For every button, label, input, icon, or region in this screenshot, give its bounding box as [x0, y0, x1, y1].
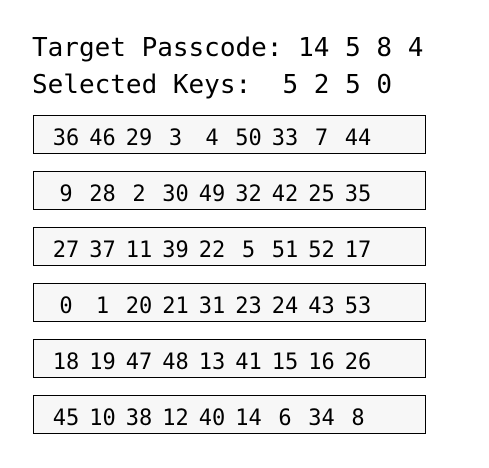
key-button[interactable]: 27: [52, 238, 80, 263]
key-button[interactable]: 16: [308, 350, 335, 375]
key-button[interactable]: 51: [271, 238, 299, 263]
selected-keys-line: Selected Keys: 5 2 5 0: [32, 70, 392, 100]
key-button[interactable]: 37: [89, 238, 116, 263]
selected-key-value: 5: [282, 70, 299, 100]
key-button[interactable]: 52: [308, 238, 335, 263]
key-button[interactable]: 45: [52, 406, 80, 431]
selected-key-value: 2: [313, 70, 330, 100]
target-code-digit: 14: [298, 33, 330, 63]
key-button[interactable]: 0: [59, 294, 73, 319]
key-button[interactable]: 35: [344, 182, 372, 207]
key-button[interactable]: 20: [125, 294, 153, 319]
selected-key-value: 5: [345, 70, 361, 100]
key-button[interactable]: 41: [235, 350, 262, 375]
key-button[interactable]: 46: [89, 126, 116, 151]
key-button[interactable]: 33: [271, 126, 299, 151]
key-button[interactable]: 14: [235, 406, 262, 431]
key-button[interactable]: 49: [198, 182, 226, 207]
key-button[interactable]: 38: [125, 406, 153, 431]
key-button[interactable]: 10: [89, 406, 116, 431]
selected-key-value: 0: [376, 70, 393, 100]
key-button[interactable]: 21: [162, 294, 189, 319]
keypad-row-2: 9 28 2 30 49 32 42 25 35: [33, 171, 426, 210]
key-button[interactable]: 50: [235, 126, 262, 151]
key-button[interactable]: 39: [162, 238, 189, 263]
key-button[interactable]: 44: [344, 126, 372, 151]
key-button[interactable]: 15: [271, 350, 299, 375]
keypad-row-5: 18 19 47 48 13 41 15 16 26: [33, 339, 426, 378]
key-button[interactable]: 19: [89, 350, 116, 375]
key-button[interactable]: 9: [59, 182, 73, 207]
key-button[interactable]: 11: [125, 238, 153, 263]
key-button[interactable]: 29: [125, 126, 153, 151]
key-button[interactable]: 6: [278, 406, 292, 431]
key-button[interactable]: 28: [89, 182, 116, 207]
key-button[interactable]: 40: [198, 406, 226, 431]
key-button[interactable]: 43: [308, 294, 335, 319]
keypad-row-3: 27 37 11 39 22 5 51 52 17: [33, 227, 426, 266]
selected-keys-label: Selected Keys:: [32, 70, 252, 100]
key-button[interactable]: 34: [308, 406, 335, 431]
key-button[interactable]: 12: [162, 406, 189, 431]
key-button[interactable]: 31: [198, 294, 226, 319]
key-button[interactable]: 4: [205, 126, 219, 151]
key-button[interactable]: 36: [52, 126, 80, 151]
target-passcode-label: Target Passcode:: [32, 33, 283, 63]
key-button[interactable]: 25: [308, 182, 335, 207]
key-button[interactable]: 8: [351, 406, 365, 431]
key-button[interactable]: 53: [344, 294, 372, 319]
key-button[interactable]: 1: [95, 294, 110, 319]
key-button[interactable]: 42: [271, 182, 299, 207]
key-button[interactable]: 7: [314, 126, 329, 151]
target-code-digit: 4: [407, 33, 424, 63]
key-button[interactable]: 3: [168, 126, 183, 151]
key-button[interactable]: 17: [344, 238, 372, 263]
key-button[interactable]: 22: [198, 238, 226, 263]
key-button[interactable]: 5: [241, 238, 256, 263]
key-button[interactable]: 23: [235, 294, 262, 319]
key-button[interactable]: 26: [344, 350, 372, 375]
target-code-digit: 8: [376, 33, 393, 63]
key-button[interactable]: 2: [132, 182, 146, 207]
key-button[interactable]: 30: [162, 182, 189, 207]
key-button[interactable]: 13: [198, 350, 226, 375]
key-button[interactable]: 18: [52, 350, 80, 375]
key-button[interactable]: 32: [235, 182, 262, 207]
key-button[interactable]: 48: [162, 350, 189, 375]
target-code-digit: 5: [345, 33, 361, 63]
keypad-row-6: 45 10 38 12 40 14 6 34 8: [33, 395, 426, 434]
key-button[interactable]: 24: [271, 294, 299, 319]
target-passcode-line: Target Passcode: 14 5 8 4: [32, 33, 423, 63]
key-button[interactable]: 47: [125, 350, 153, 375]
